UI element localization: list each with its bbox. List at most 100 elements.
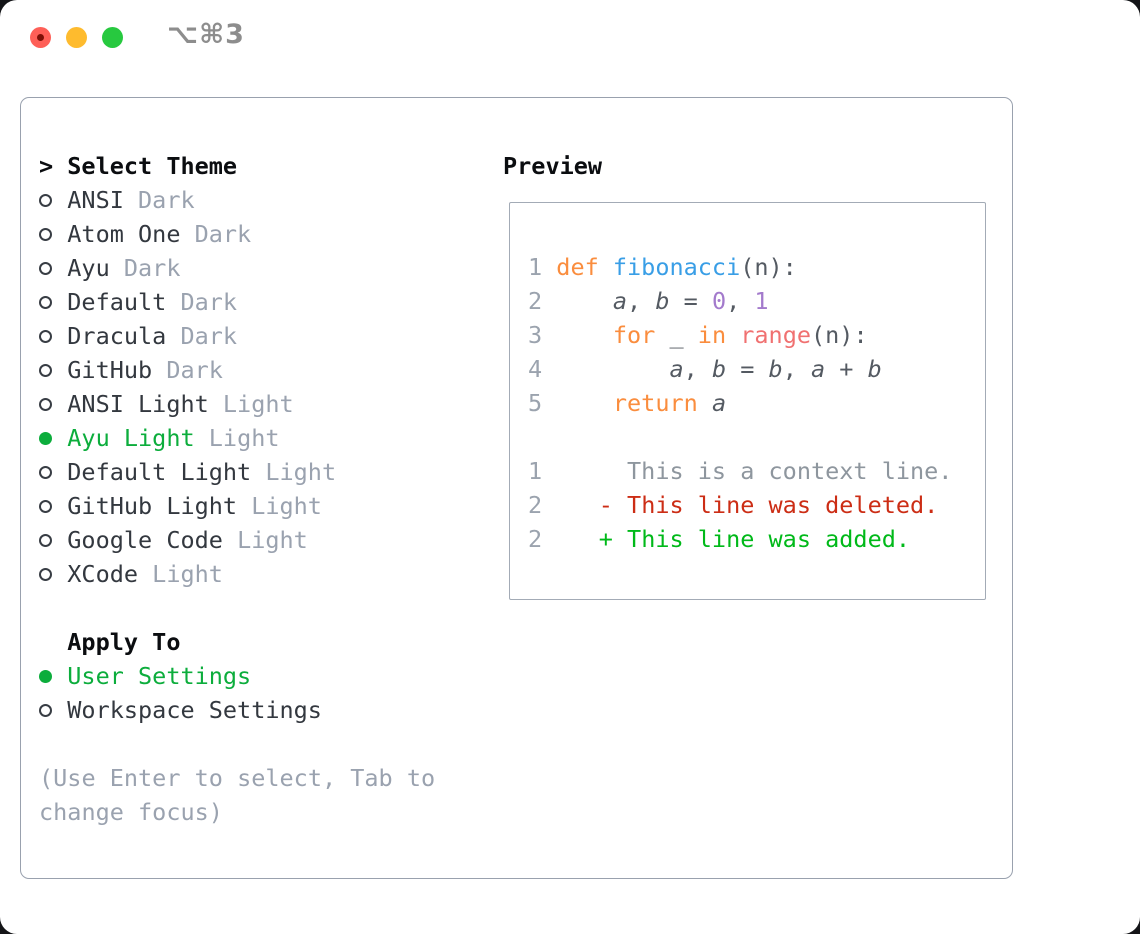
code-token-foreground: [556, 491, 598, 519]
theme-name: XCode: [67, 560, 139, 588]
code-token-foreground: =: [726, 355, 769, 383]
select-theme-title: Select Theme: [67, 152, 238, 180]
theme-option-github[interactable]: GitHub Dark: [39, 353, 506, 387]
code-line: 3 for _ in range(n):: [528, 318, 985, 352]
theme-name: ANSI: [67, 186, 124, 214]
code-token-function: fibonacci: [612, 253, 741, 281]
code-token-foreground: [556, 389, 613, 417]
radio-icon: [39, 499, 52, 513]
code-token-lineno: 2: [528, 525, 557, 553]
minimize-button[interactable]: [66, 27, 87, 48]
code-token-foreground: [726, 321, 740, 349]
radio-icon: [39, 193, 52, 207]
theme-option-google-code[interactable]: Google Code Light: [39, 523, 506, 557]
apply-option-user-settings[interactable]: User Settings: [39, 659, 506, 693]
code-token-foreground: ,: [627, 287, 656, 315]
theme-option-ayu-light[interactable]: Ayu Light Light: [39, 421, 506, 455]
theme-variant: Light: [194, 424, 280, 452]
code-token-foreground: [698, 389, 712, 417]
code-token-foreground: b: [711, 355, 727, 383]
theme-option-xcode[interactable]: XCode Light: [39, 557, 506, 591]
code-token-foreground: a: [669, 355, 684, 383]
radio-icon: [39, 329, 52, 343]
radio-icon: [39, 363, 52, 377]
theme-name: Atom One: [67, 220, 181, 248]
radio-icon: [39, 703, 52, 717]
theme-option-atom-one[interactable]: Atom One Dark: [39, 217, 506, 251]
code-token-foreground: [556, 287, 613, 315]
theme-name: Ayu: [67, 254, 110, 282]
hint-text: (Use Enter to select, Tab to change focu…: [39, 764, 436, 826]
theme-name: Default: [67, 288, 167, 316]
code-token-lineno: 5: [528, 389, 557, 417]
theme-option-ansi[interactable]: ANSI Dark: [39, 183, 506, 217]
code-token-lineno: 3: [528, 321, 557, 349]
code-line: 2 - This line was deleted.: [528, 488, 985, 522]
code-token-foreground: ,: [726, 287, 755, 315]
code-line: 2 a, b = 0, 1: [528, 284, 985, 318]
close-button[interactable]: [30, 27, 51, 48]
theme-variant: Dark: [180, 220, 252, 248]
zoom-button[interactable]: [102, 27, 123, 48]
apply-option-label: Workspace Settings: [67, 696, 322, 724]
theme-name: ANSI Light: [67, 390, 209, 418]
code-token-lineno: 1: [528, 457, 557, 485]
code-token-keyword: for: [612, 321, 656, 349]
code-token-foreground: b: [867, 355, 882, 383]
theme-name: Ayu Light: [67, 424, 195, 452]
code-token-foreground: (n):: [740, 253, 797, 281]
theme-name: Google Code: [67, 526, 223, 554]
code-token-lineno: 2: [528, 287, 557, 315]
theme-option-github-light[interactable]: GitHub Light Light: [39, 489, 506, 523]
theme-variant: Light: [251, 458, 337, 486]
theme-option-default-light[interactable]: Default Light Light: [39, 455, 506, 489]
theme-option-ayu[interactable]: Ayu Dark: [39, 251, 506, 285]
code-token-foreground: b: [655, 287, 670, 315]
code-token-foreground: ,: [782, 355, 811, 383]
theme-name: Default Light: [67, 458, 252, 486]
code-token-deleted: - This line was deleted.: [598, 491, 939, 519]
code-token-foreground: a: [711, 389, 727, 417]
code-line: 4 a, b = b, a + b: [528, 352, 985, 386]
code-token-foreground: +: [825, 355, 868, 383]
unsaved-dot-icon: [37, 34, 44, 41]
theme-option-ansi-light[interactable]: ANSI Light Light: [39, 387, 506, 421]
radio-icon: [39, 227, 52, 241]
code-token-lineno: 1: [528, 253, 557, 281]
theme-variant: Light: [222, 526, 308, 554]
select-theme-header: >Select Theme: [39, 149, 506, 183]
theme-option-dracula[interactable]: Dracula Dark: [39, 319, 506, 353]
code-token-keyword: in: [697, 321, 727, 349]
preview-title: Preview: [503, 152, 603, 180]
theme-name: Dracula: [67, 322, 167, 350]
radio-icon: [39, 533, 52, 547]
code-token-number: 0: [711, 287, 727, 315]
apply-option-label: User Settings: [67, 662, 252, 690]
radio-icon: [39, 567, 52, 581]
theme-option-default[interactable]: Default Dark: [39, 285, 506, 319]
theme-variant: Dark: [166, 322, 238, 350]
theme-variant: Light: [237, 492, 322, 520]
apply-option-workspace-settings[interactable]: Workspace Settings: [39, 693, 506, 727]
code-token-foreground: [556, 321, 613, 349]
apply-to-header: Apply To: [39, 625, 506, 659]
theme-variant: Dark: [152, 356, 223, 384]
titlebar: ⌥⌘3: [0, 0, 1140, 75]
theme-variant: Light: [208, 390, 294, 418]
theme-name: GitHub Light: [67, 492, 238, 520]
code-token-foreground: _: [655, 321, 698, 349]
apply-to-title: Apply To: [67, 628, 181, 656]
theme-variant: Dark: [123, 186, 195, 214]
code-token-foreground: a: [612, 287, 628, 315]
window-shortcut-label: ⌥⌘3: [167, 19, 245, 50]
code-token-foreground: a: [811, 355, 826, 383]
code-line: 1 This is a context line.: [528, 454, 985, 488]
code-token-builtin: range: [740, 321, 811, 349]
theme-variant: Light: [138, 560, 223, 588]
code-line: 2 + This line was added.: [528, 522, 985, 556]
